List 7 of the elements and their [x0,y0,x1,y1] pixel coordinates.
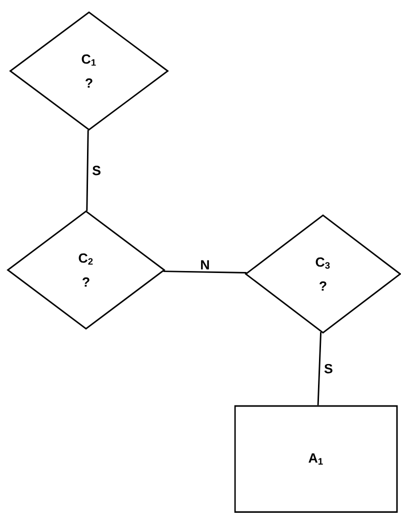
connector-line [86,130,89,211]
connector-line [163,270,246,274]
connector-line [317,332,322,406]
edge-label: N [198,258,212,271]
edge-label: S [90,164,102,177]
process-box: A$_{1}$ [234,405,398,513]
edge-label: S [322,362,334,375]
